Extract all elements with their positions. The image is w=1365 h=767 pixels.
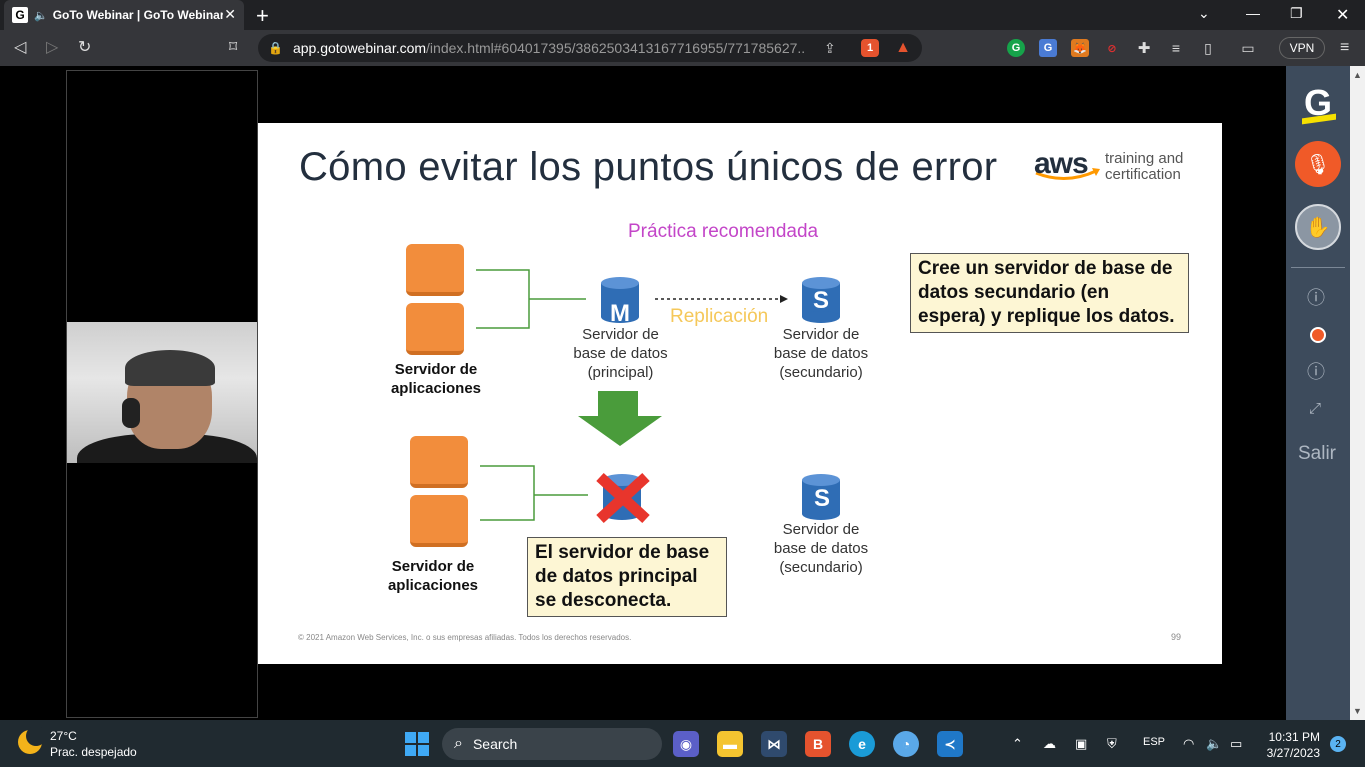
brave-shields-badge: 1 — [866, 42, 874, 54]
db-primary-icon — [601, 277, 639, 323]
menu-icon[interactable]: ≡ — [1340, 39, 1350, 56]
notification-badge[interactable]: 2 — [1330, 736, 1346, 752]
new-tab-button[interactable]: + — [256, 3, 269, 28]
info-icon[interactable]: ⓘ — [1307, 362, 1325, 382]
close-window-button[interactable]: ✕ — [1336, 7, 1350, 24]
url-host: app.gotowebinar.com — [292, 40, 427, 56]
db-secondary-icon — [802, 277, 840, 323]
minimize-button[interactable]: — — [1246, 5, 1260, 21]
slide-title: Cómo evitar los puntos únicos de error — [299, 145, 998, 189]
browser-tab-bar: G 🔈 GoTo Webinar | GoTo Webinar ✕ + ⌄ — … — [0, 0, 1365, 30]
volume-icon[interactable]: 🔈 — [1206, 736, 1223, 751]
tab-title: GoTo Webinar | GoTo Webinar — [52, 8, 223, 22]
show-hidden-icons[interactable]: ⌃ — [1012, 736, 1023, 751]
cloud-offline-icon[interactable]: ☁ — [1043, 736, 1056, 751]
search-icon: ⌕ — [454, 735, 463, 752]
reload-button[interactable]: ↻ — [78, 39, 92, 56]
weather-temperature[interactable]: 27°C — [50, 729, 77, 743]
db-secondary-label-bottom: Servidor de base de datos (secundario) — [773, 521, 869, 576]
maximize-button[interactable]: ❐ — [1290, 5, 1303, 21]
extensions-puzzle-icon[interactable]: ✚ — [1137, 40, 1151, 57]
db-secondary-bottom-letter: S — [813, 485, 830, 512]
battery-icon[interactable]: ▭ — [1230, 736, 1243, 751]
chat-app-icon[interactable]: ◔ — [893, 731, 919, 757]
aws-logo: aws — [1034, 147, 1089, 180]
db-secondary-bottom-icon — [802, 474, 840, 520]
url-path: /index.html#604017395/386250341316771695… — [426, 40, 807, 56]
sidebar-icon[interactable]: ▯ — [1204, 39, 1212, 56]
metamask-extension-icon[interactable]: 🦊 — [1071, 39, 1089, 57]
db-primary-label: Servidor de base de datos (principal) — [573, 326, 668, 381]
clock-date: 3/27/2023 — [1266, 746, 1320, 760]
teams-meet-icon[interactable]: ◉ — [673, 731, 699, 757]
vpn-label: VPN — [1289, 41, 1315, 55]
scroll-down-icon[interactable]: ▼ — [1353, 706, 1362, 716]
brave-shields-icon[interactable]: 1 — [861, 39, 879, 57]
windows-start-icon[interactable] — [405, 732, 429, 756]
search-label: Search — [472, 736, 518, 752]
vpn-button[interactable]: VPN — [1279, 37, 1325, 59]
record-icon[interactable] — [1310, 327, 1326, 343]
presentation-slide: Cómo evitar los puntos únicos de error a… — [258, 123, 1222, 664]
vscode-icon[interactable]: ≺ — [937, 731, 963, 757]
aws-logo-subtitle: training and certification — [1105, 150, 1184, 183]
exit-button[interactable]: Salir — [1298, 443, 1337, 464]
goto-favicon-icon: G — [12, 7, 28, 23]
slide-page-number: 99 — [1171, 632, 1182, 642]
scroll-up-icon[interactable]: ▲ — [1353, 70, 1362, 80]
clock-time: 10:31 PM — [1268, 730, 1320, 744]
db-secondary-letter: S — [812, 287, 829, 314]
tab-search-chevron-icon[interactable]: ⌄ — [1198, 5, 1210, 21]
brave-rewards-icon[interactable]: ▲ — [895, 39, 911, 56]
translate-extension-icon[interactable]: G — [1039, 39, 1057, 57]
db-secondary-label-top: Servidor de base de datos (secundario) — [773, 326, 869, 381]
failover-arrow — [578, 391, 662, 446]
slide-footer: © 2021 Amazon Web Services, Inc. o sus e… — [298, 633, 632, 642]
weather-condition[interactable]: Prac. despejado — [50, 745, 137, 759]
wifi-icon[interactable]: ◠ — [1183, 736, 1195, 751]
browser-tab[interactable]: G 🔈 GoTo Webinar | GoTo Webinar ✕ — [4, 0, 244, 30]
db-primary-letter: M — [610, 300, 630, 327]
extension-icon[interactable]: ⊘ — [1107, 42, 1117, 55]
app-server-label-top: Servidor de aplicaciones — [390, 361, 482, 397]
app-server-top-lower — [406, 303, 464, 355]
page-scrollbar[interactable] — [1350, 66, 1365, 720]
display-icon[interactable]: ▣ — [1075, 736, 1088, 751]
taskbar-clock[interactable]: 10:31 PM 3/27/2023 — [1262, 729, 1320, 761]
raise-hand-icon[interactable]: ✋ — [1295, 204, 1341, 250]
forward-button[interactable]: ▷ — [46, 39, 59, 56]
help-icon[interactable]: ⓘ — [1307, 288, 1325, 308]
best-practice-label: Práctica recomendada — [628, 221, 819, 242]
db-failed-icon — [596, 472, 650, 524]
security-warning-icon[interactable]: ⛨ — [1107, 736, 1117, 751]
replication-label: Replicación — [670, 306, 769, 327]
bookmark-icon[interactable]: ⌑ — [229, 39, 238, 56]
file-explorer-icon[interactable]: ▬ — [717, 731, 743, 757]
edge-browser-icon[interactable]: e — [849, 731, 875, 757]
audio-playing-icon[interactable]: 🔈 — [34, 9, 48, 22]
recommendation-note: Cree un servidor de base de datos secund… — [910, 253, 1189, 333]
brave-browser-icon[interactable]: B — [805, 731, 831, 757]
app-server-top-upper — [406, 244, 464, 296]
wallet-icon[interactable]: ▭ — [1241, 39, 1255, 56]
tab-close-icon[interactable]: ✕ — [224, 6, 236, 22]
microphone-muted-icon[interactable]: 🎙 — [1295, 141, 1341, 187]
grammarly-extension-icon[interactable]: G — [1007, 39, 1025, 57]
language-indicator[interactable]: ESP — [1143, 736, 1166, 748]
slide-diagram — [476, 168, 1100, 524]
taskbar-search[interactable]: ⌕ Search — [442, 728, 662, 760]
disconnect-note: El servidor de base de datos principal s… — [527, 537, 727, 617]
address-bar[interactable]: 🔒 app.gotowebinar.com /index.html#604017… — [258, 34, 922, 62]
app-server-bottom-upper — [410, 436, 468, 488]
presenter-webcam — [67, 322, 257, 463]
back-button[interactable]: ◁ — [14, 39, 27, 56]
media-controls-icon[interactable]: ≡ — [1171, 40, 1181, 56]
app-server-label-bottom: Servidor de aplicaciones — [387, 558, 479, 594]
fullscreen-icon[interactable]: ⤢ — [1309, 400, 1322, 417]
share-icon[interactable]: ⇪ — [824, 40, 836, 56]
lock-icon[interactable]: 🔒 — [268, 41, 283, 55]
app-server-bottom-lower — [410, 495, 468, 547]
network-tool-icon[interactable]: ⋈ — [761, 731, 787, 757]
